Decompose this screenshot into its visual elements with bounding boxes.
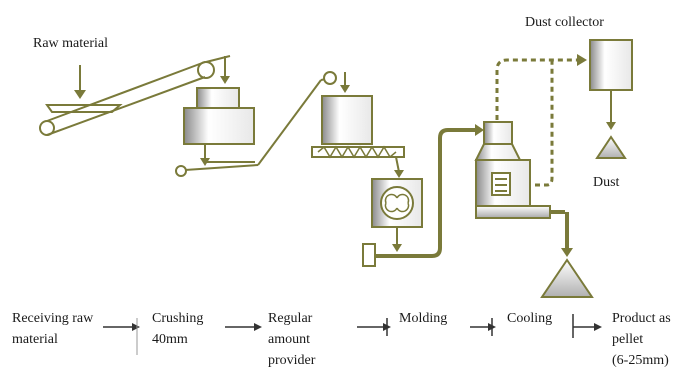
step-receiving-raw-material: Receiving raw material: [12, 311, 94, 347]
dust-label: Dust: [593, 175, 620, 190]
step-molding: Molding: [399, 311, 448, 326]
raw-material-label: Raw material: [33, 36, 109, 51]
product-pile: [540, 258, 594, 298]
molding-machine: [362, 124, 484, 267]
feeder-machine: [311, 95, 405, 178]
cooler-machine: [474, 121, 573, 257]
dust-pile: [595, 135, 627, 159]
crusher-machine: [183, 87, 255, 166]
step-regular-amount-provider: Regular amount provider: [268, 311, 316, 368]
step-crushing: Crushing 40mm: [152, 311, 204, 347]
dust-collector-label: Dust collector: [525, 15, 604, 30]
receiving-conveyor: [39, 55, 231, 136]
step-cooling: Cooling: [507, 311, 553, 326]
raw-material-feed-arrow: [74, 65, 86, 99]
dust-duct: [495, 58, 580, 187]
step-product-pellet: Product as pellet (6-25mm): [612, 311, 671, 368]
transfer-conveyor: [175, 71, 350, 177]
